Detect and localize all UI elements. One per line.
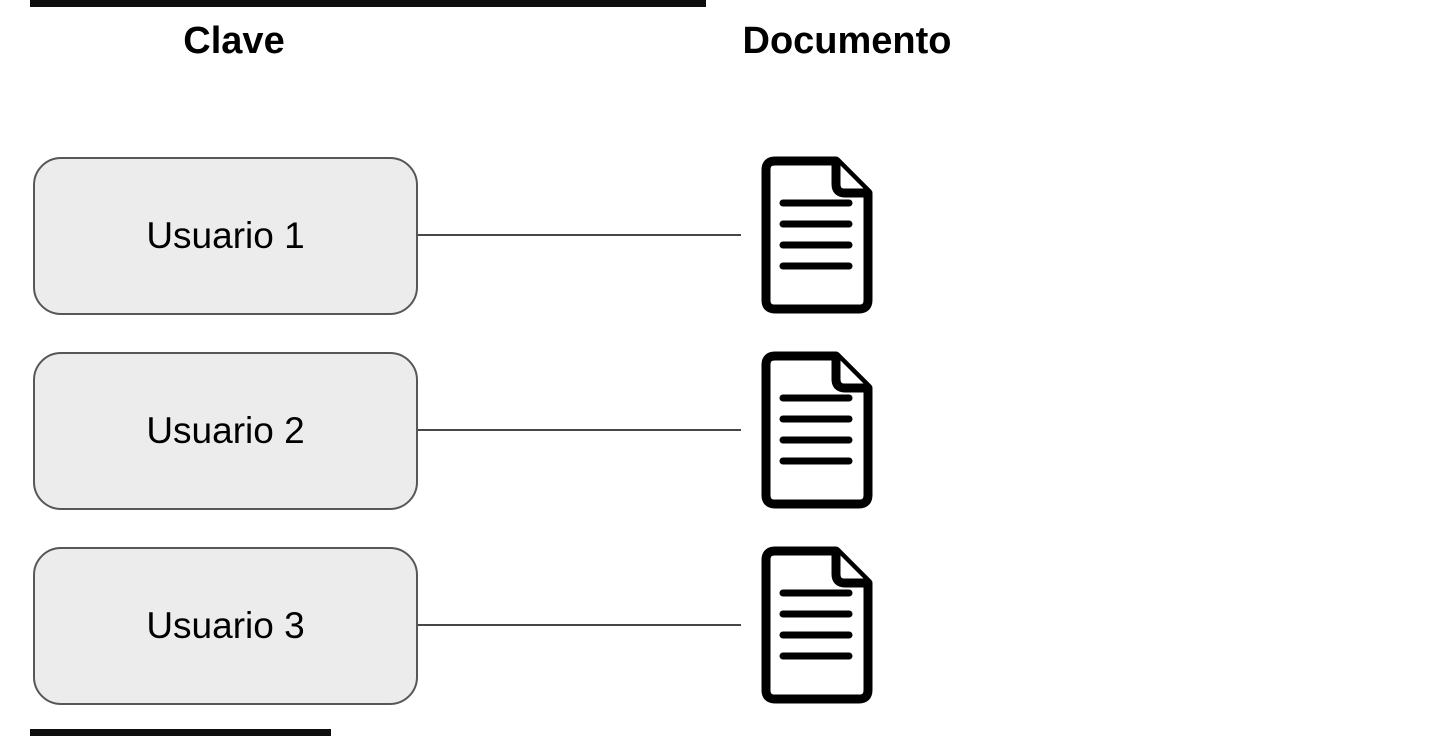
connector-line <box>418 234 741 236</box>
document-icon <box>761 351 873 509</box>
key-node-usuario-2: Usuario 2 <box>33 352 418 510</box>
key-node-usuario-1: Usuario 1 <box>33 157 418 315</box>
document-icon <box>761 156 873 314</box>
cropped-shape-top-bar <box>30 0 706 7</box>
connector-line <box>418 624 741 626</box>
diagram-row: Usuario 3 <box>0 546 1440 705</box>
diagram-row: Usuario 1 <box>0 156 1440 315</box>
connector-line <box>418 429 741 431</box>
document-icon <box>761 546 873 704</box>
column-header-documento: Documento <box>742 20 952 62</box>
key-node-usuario-3: Usuario 3 <box>33 547 418 705</box>
column-header-clave: Clave <box>183 20 285 62</box>
cropped-shape-bottom-bar <box>30 729 331 736</box>
diagram-row: Usuario 2 <box>0 351 1440 510</box>
